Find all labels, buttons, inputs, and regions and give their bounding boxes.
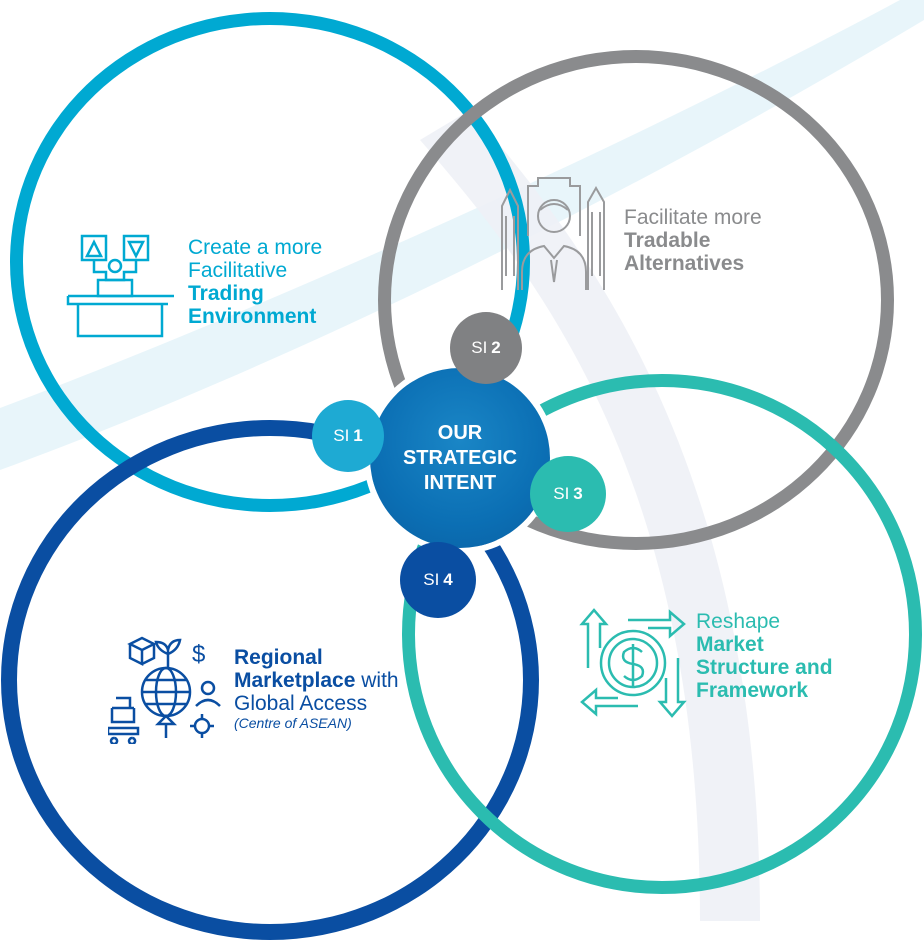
intent-label-si4: Regional Marketplace with Global Access … [234,646,399,732]
intent-si2-line2: Tradable [624,229,711,252]
intent-si1-line3: Trading [188,282,264,305]
si4-badge-number: 4 [443,570,453,589]
intent-si2-line1: Facilitate more [624,206,762,229]
si3-badge-number: 3 [573,484,583,503]
intent-si1-line1: Create a more [188,236,323,259]
intent-si4-line2-wrap: Marketplace with [234,669,399,692]
si2-badge-number: 2 [491,338,501,357]
intent-si3-line1: Reshape [696,610,781,633]
global-network-icon: $ [108,636,221,744]
si3-badge-prefix: SI [553,484,570,503]
si4-badge-prefix: SI [423,570,440,589]
intent-si3-line4: Framework [696,679,809,702]
intent-si4-line1: Regional [234,646,323,669]
intent-si1-line2: Facilitative [188,259,288,282]
intent-si4-line3: Global Access [234,692,368,715]
center-line3: INTENT [423,471,497,494]
svg-text:$: $ [192,641,205,668]
intent-si1-line4: Environment [188,305,317,328]
si1-badge-number: 1 [353,426,363,445]
intent-si4-line2: Marketplace [234,669,356,692]
intent-si4-line4: (Centre of ASEAN) [234,715,352,731]
si1-badge-prefix: SI [333,426,350,445]
trading-desk-icon [66,234,174,338]
intent-si4-line2-suffix: with [355,669,399,692]
intent-label-si3: Reshape Market Structure and Framework [696,610,833,702]
intent-si2-line3: Alternatives [624,252,745,275]
intent-label-si2: Facilitate more Tradable Alternatives [624,206,762,275]
center-line2: STRATEGIC [402,446,518,469]
businessman-skyline-icon [501,177,605,290]
intent-si3-line3: Structure and [696,656,833,679]
si2-badge-prefix: SI [471,338,488,357]
center-line1: OUR [437,421,483,444]
intent-label-si1: Create a more Facilitative Trading Envir… [188,236,322,328]
center-hub: OUR STRATEGIC INTENT [370,368,550,548]
dollar-arrows-icon [579,608,687,718]
intent-si3-line2: Market [696,633,764,656]
